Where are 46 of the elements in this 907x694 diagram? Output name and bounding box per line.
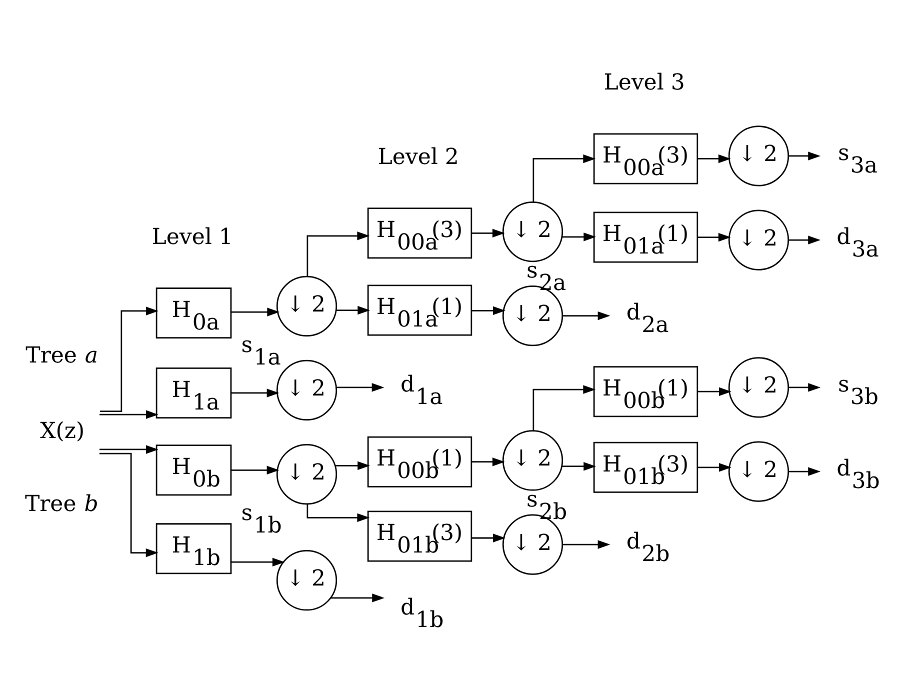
arrow bbox=[330, 593, 385, 602]
label: Tree b bbox=[24, 492, 98, 517]
arrow bbox=[562, 310, 610, 320]
node-circle: ↓ 2 bbox=[502, 200, 564, 262]
node-circle: ↓ 2 bbox=[276, 443, 338, 504]
node-circle: ↓ 2 bbox=[276, 550, 338, 610]
arrow bbox=[562, 540, 610, 548]
arrow bbox=[100, 444, 158, 454]
arrow bbox=[472, 228, 505, 237]
arrow bbox=[788, 235, 821, 244]
arrow bbox=[788, 382, 821, 392]
arrow bbox=[335, 460, 370, 470]
arrow bbox=[788, 151, 821, 160]
label: Level 2 bbox=[378, 144, 459, 170]
arrow bbox=[306, 231, 370, 276]
arrow bbox=[100, 410, 158, 418]
arrow bbox=[231, 557, 285, 566]
arrow bbox=[336, 305, 370, 314]
arrow bbox=[698, 462, 732, 472]
arrow bbox=[100, 306, 158, 412]
arrow bbox=[698, 232, 731, 242]
arrow bbox=[562, 232, 596, 241]
node-circle: ↓ 2 bbox=[728, 209, 790, 270]
arrow bbox=[532, 154, 596, 202]
arrow bbox=[562, 462, 596, 470]
node-circle: ↓ 2 bbox=[728, 356, 790, 418]
arrow bbox=[698, 154, 731, 163]
arrow bbox=[472, 533, 506, 542]
arrow bbox=[336, 382, 384, 392]
node-circle: ↓ 2 bbox=[728, 440, 790, 502]
arrow bbox=[231, 388, 280, 397]
node-circle: ↓ 2 bbox=[502, 430, 564, 490]
arrow bbox=[231, 307, 280, 316]
arrow bbox=[698, 386, 732, 396]
arrow bbox=[788, 466, 821, 476]
arrow bbox=[231, 465, 280, 474]
arrow bbox=[472, 306, 506, 314]
arrow bbox=[472, 457, 505, 466]
arrow bbox=[99, 452, 158, 557]
label: Tree a bbox=[26, 342, 98, 368]
arrow bbox=[532, 384, 596, 430]
label: Level 3 bbox=[604, 70, 685, 96]
node-circle: ↓ 2 bbox=[276, 275, 338, 336]
label: Level 1 bbox=[152, 224, 233, 250]
node-circle: ↓ 2 bbox=[728, 125, 790, 186]
node-text: X(z) bbox=[40, 418, 85, 444]
